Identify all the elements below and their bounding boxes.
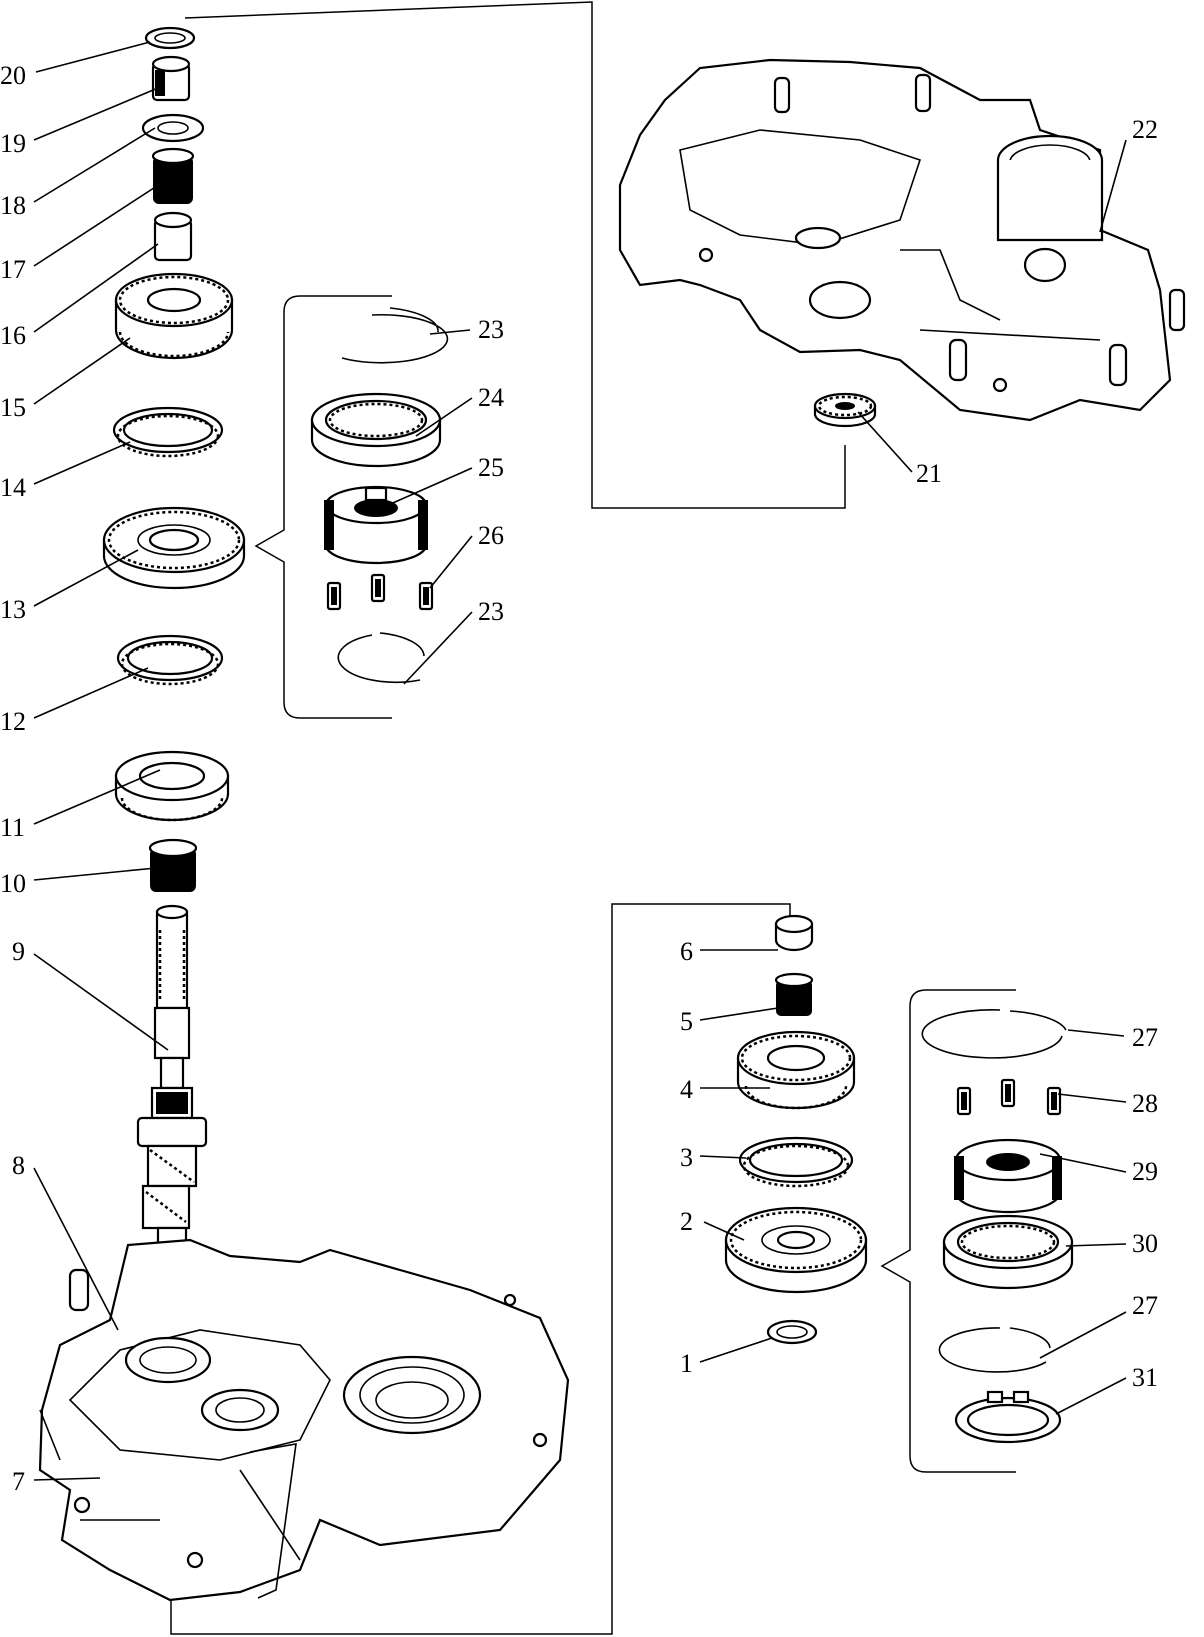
callout-5: 5 <box>680 1007 693 1036</box>
snap-ring-20 <box>144 26 196 50</box>
callout-2: 2 <box>680 1207 693 1236</box>
spring-ring-23-lower <box>337 632 425 684</box>
bracket-synchronizer-lower <box>880 989 1016 1473</box>
callout-26: 26 <box>478 521 504 550</box>
callout-9: 9 <box>12 937 25 966</box>
gear-2 <box>724 1206 868 1294</box>
callout-4: 4 <box>680 1075 693 1104</box>
bracket-synchronizer-upper <box>254 295 392 719</box>
callout-27-lower: 27 <box>1132 1291 1158 1320</box>
callout-11: 11 <box>0 813 25 842</box>
left-bottom-frame <box>170 903 791 1635</box>
callout-labels: 20 19 18 17 16 15 14 13 12 11 10 9 8 7 2… <box>0 61 1158 1496</box>
callout-16: 16 <box>0 321 26 350</box>
callout-14: 14 <box>0 473 26 502</box>
transmission-housing-22 <box>618 58 1186 422</box>
needle-bearing-5 <box>774 972 814 1016</box>
callout-28: 28 <box>1132 1089 1158 1118</box>
callout-3: 3 <box>680 1143 693 1172</box>
synchro-ring-12 <box>116 634 224 686</box>
synchro-keys-28 <box>956 1078 1062 1116</box>
synchro-sleeve-30 <box>942 1214 1074 1290</box>
gear-15 <box>114 272 234 360</box>
case-cover-8 <box>38 1238 570 1602</box>
leader-lines <box>33 41 1127 1481</box>
main-shaft-9 <box>136 904 208 1286</box>
callout-7: 7 <box>12 1467 25 1496</box>
spring-ring-23-upper <box>341 307 449 364</box>
gear-13 <box>102 506 246 590</box>
gear-4 <box>736 1030 856 1110</box>
callout-27-upper: 27 <box>1132 1023 1158 1052</box>
needle-bearing-17 <box>151 147 195 204</box>
callout-12: 12 <box>0 707 26 736</box>
callout-17: 17 <box>0 255 26 284</box>
callout-29: 29 <box>1132 1157 1158 1186</box>
synchro-hub-25 <box>324 485 428 565</box>
callout-30: 30 <box>1132 1229 1158 1258</box>
callout-6: 6 <box>680 937 693 966</box>
callout-1: 1 <box>680 1349 693 1378</box>
spring-ring-27-lower <box>938 1327 1051 1373</box>
callout-22: 22 <box>1132 115 1158 144</box>
spring-ring-27-upper <box>921 1009 1067 1059</box>
callout-13: 13 <box>0 595 26 624</box>
callout-15: 15 <box>0 393 26 422</box>
synchro-ring-14 <box>112 406 224 458</box>
callout-24: 24 <box>478 383 504 412</box>
bushing-6 <box>774 914 814 952</box>
lock-plate-31 <box>954 1390 1062 1444</box>
synchro-keys-26 <box>326 573 434 611</box>
bushing-19 <box>151 55 191 102</box>
callout-23-lower: 23 <box>478 597 504 626</box>
callout-20: 20 <box>0 61 26 90</box>
callout-10: 10 <box>0 869 26 898</box>
synchro-ring-3 <box>738 1136 854 1188</box>
bushing-16 <box>153 211 193 262</box>
callout-19: 19 <box>0 129 26 158</box>
needle-bearing-10 <box>148 838 198 892</box>
callout-25: 25 <box>478 453 504 482</box>
synchro-hub-29 <box>954 1138 1062 1214</box>
thrust-washer-18 <box>141 113 205 143</box>
gear-11 <box>114 750 230 822</box>
callout-31: 31 <box>1132 1363 1158 1392</box>
callout-18: 18 <box>0 191 26 220</box>
snap-ring-1 <box>766 1319 818 1345</box>
callout-21: 21 <box>916 459 942 488</box>
callout-23-upper: 23 <box>478 315 504 344</box>
callout-8: 8 <box>12 1151 25 1180</box>
synchro-sleeve-24 <box>310 392 442 468</box>
shaft-connection-frame <box>184 1 846 509</box>
oil-seal-21 <box>813 392 877 428</box>
